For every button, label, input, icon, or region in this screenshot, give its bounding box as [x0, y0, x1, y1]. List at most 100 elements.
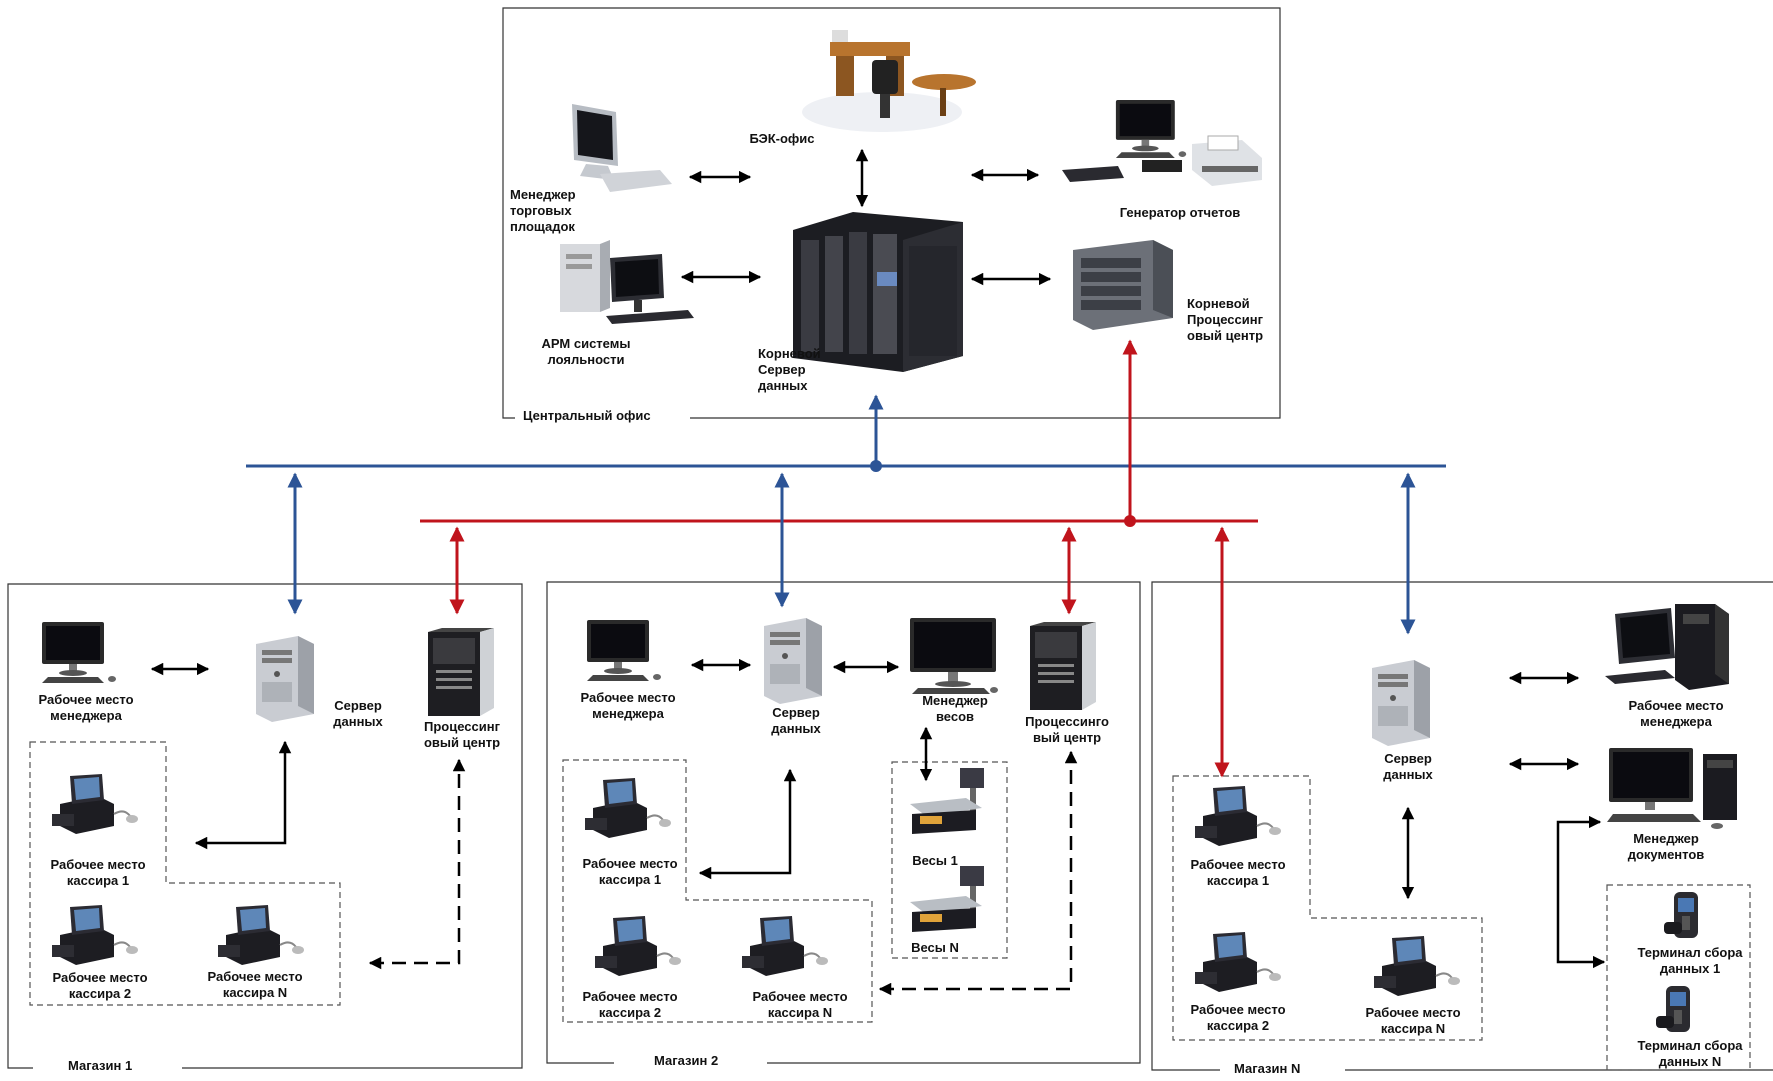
store1-data-server-label: Сервер данных [333, 698, 383, 730]
store2-processing-center-icon [1030, 622, 1096, 710]
storeN-documents-manager-computer-icon [1607, 748, 1737, 829]
central-office-title: Центральный офис [517, 408, 657, 424]
storeN-cashiers-group [1172, 775, 1483, 1041]
store1-cashierN-label: Рабочее место кассира N [207, 969, 302, 1001]
store1-processing-label-line2: овый центр [423, 735, 501, 750]
store1-manager-label-line1: Рабочее место [38, 692, 134, 707]
storeN-cashier2-label: Рабочее место кассира 2 [1190, 1002, 1285, 1034]
store1-cashiers-group [29, 741, 341, 1006]
storeN-cashierN-label: Рабочее место кассира N [1365, 1005, 1460, 1037]
storeN-cashier1-label: Рабочее место кассира 1 [1190, 857, 1285, 889]
storeN-cashierN-pos-icon [1373, 935, 1461, 997]
storeN-terminalN-label: Терминал сбора данных N [1637, 1038, 1742, 1070]
root-processing-label-line1: Корневой [1187, 296, 1250, 311]
store2-manager-label-line1: Рабочее место [580, 690, 676, 705]
store1-cashierN-pos-icon [217, 904, 305, 966]
store2-data-server-label-line1: Сервер [772, 705, 820, 720]
storeN-cashier1-label-line2: кассира 1 [1206, 873, 1270, 888]
store1-manager-monitor-icon [42, 622, 116, 683]
store2-data-server-label-line2: данных [771, 721, 821, 736]
storeN-terminalN-label-line1: Терминал сбора [1637, 1038, 1743, 1053]
store1-data-server-label-line1: Сервер [334, 698, 382, 713]
arrow-store1-cashiers-server [194, 740, 292, 850]
root-data-server-label: Корневой Сервер данных [758, 346, 821, 394]
store1-cashier2-label: Рабочее место кассира 2 [52, 970, 147, 1002]
store2-scalesN-icon [910, 866, 984, 932]
loyalty-arm-label: АРМ системы лояльности [542, 336, 631, 368]
store2-cashier1-label: Рабочее место кассира 1 [582, 856, 677, 888]
store2-cashier2-label-line1: Рабочее место [582, 989, 678, 1004]
root-processing-label-line3: овый центр [1187, 328, 1264, 343]
store1-cashier1-label-line1: Рабочее место [50, 857, 146, 872]
store2-cashier2-pos-icon [594, 915, 682, 977]
store1-data-server-icon [256, 636, 314, 722]
store1-processing-label: Процессинг овый центр [424, 719, 500, 751]
trade-manager-label-line2: торговых [510, 203, 572, 218]
store1-cashier1-pos-icon [51, 773, 139, 835]
store1-frame [7, 583, 523, 1069]
storeN-manager-label: Рабочее место менеджера [1628, 698, 1723, 730]
storeN-terminal1-label: Терминал сбора данных 1 [1637, 945, 1742, 977]
root-processing-server-icon [1073, 240, 1173, 330]
back-office-label: БЭК-офис [749, 131, 815, 146]
storeN-cashier2-label-line1: Рабочее место [1190, 1002, 1286, 1017]
storeN-cashier1-label-line1: Рабочее место [1190, 857, 1286, 872]
root-data-server-label-line1: Корневой [758, 346, 821, 361]
root-processing-center-label: Корневой Процессинг овый центр [1187, 296, 1263, 344]
loyalty-arm-computer-icon [560, 240, 694, 324]
store1-cashierN-label-line2: кассира N [222, 985, 288, 1000]
trade-manager-label-line3: площадок [510, 219, 575, 234]
storeN-manager-label-line1: Рабочее место [1628, 698, 1724, 713]
store2-scales1-icon [910, 768, 984, 834]
store1-cashier2-pos-icon [51, 904, 139, 966]
store2-cashier1-label-line2: кассира 1 [598, 872, 662, 887]
storeN-documents-manager-label: Менеджер документов [1628, 831, 1705, 863]
store1-manager-label: Рабочее место менеджера [38, 692, 133, 724]
root-data-server-rack-icon [793, 212, 963, 372]
store2-manager-label: Рабочее место менеджера [580, 690, 675, 722]
arrow-storeN-documents-terminals [1556, 815, 1606, 969]
storeN-title: Магазин N [1228, 1061, 1307, 1077]
store1-cashier1-label-line2: кассира 1 [66, 873, 130, 888]
storeN-cashierN-label-line2: кассира N [1380, 1021, 1446, 1036]
store1-cashier1-label: Рабочее место кассира 1 [50, 857, 145, 889]
store2-cashier1-pos-icon [584, 777, 672, 839]
storeN-manager-label-line2: менеджера [1640, 714, 1712, 729]
storeN-manager-computer-icon [1605, 604, 1729, 690]
arrow-store1-cashiers-processing [368, 758, 466, 970]
arrow-store2-cashiers-server [698, 768, 797, 880]
store2-processing-label: Процессинго вый центр [1025, 714, 1109, 746]
report-generator-label: Генератор отчетов [1119, 205, 1241, 220]
store2-scales-manager-label-line2: весов [935, 709, 975, 724]
store2-cashier2-label-line2: кассира 2 [598, 1005, 662, 1020]
store2-scales-manager-label: Менеджер весов [922, 693, 988, 725]
storeN-terminalN-icon [1656, 986, 1690, 1032]
back-office-desk-icon [802, 30, 976, 132]
storeN-cashierN-label-line1: Рабочее место [1365, 1005, 1461, 1020]
storeN-documents-label-line1: Менеджер [1633, 831, 1699, 846]
store1-processing-label-line1: Процессинг [424, 719, 500, 734]
store1-data-server-label-line2: данных [333, 714, 383, 729]
storeN-cashier2-pos-icon [1194, 931, 1282, 993]
store2-scales-manager-label-line1: Менеджер [922, 693, 988, 708]
storeN-data-server-label-line2: данных [1383, 767, 1433, 782]
store2-scales1-label: Весы 1 [912, 853, 958, 868]
store2-cashierN-label: Рабочее место кассира N [752, 989, 847, 1021]
root-data-server-label-line3: данных [758, 378, 808, 393]
storeN-terminal1-icon [1664, 892, 1698, 938]
storeN-data-server-label-line1: Сервер [1384, 751, 1432, 766]
store2-cashiers-group [562, 759, 873, 1023]
store2-cashierN-label-line1: Рабочее место [752, 989, 848, 1004]
store2-processing-label-line1: Процессинго [1025, 714, 1109, 729]
store2-manager-monitor-icon [587, 620, 661, 681]
loyalty-arm-label-line2: лояльности [547, 352, 625, 367]
store1-title: Магазин 1 [62, 1058, 139, 1074]
central-office-frame [502, 7, 1281, 419]
store2-cashier2-label: Рабочее место кассира 2 [582, 989, 677, 1021]
root-data-server-label-line2: Сервер [758, 362, 806, 377]
store2-cashierN-label-line2: кассира N [767, 1005, 833, 1020]
store2-cashier1-label-line1: Рабочее место [582, 856, 678, 871]
storeN-cashier2-label-line2: кассира 2 [1206, 1018, 1270, 1033]
storeN-cashier1-pos-icon [1194, 785, 1282, 847]
